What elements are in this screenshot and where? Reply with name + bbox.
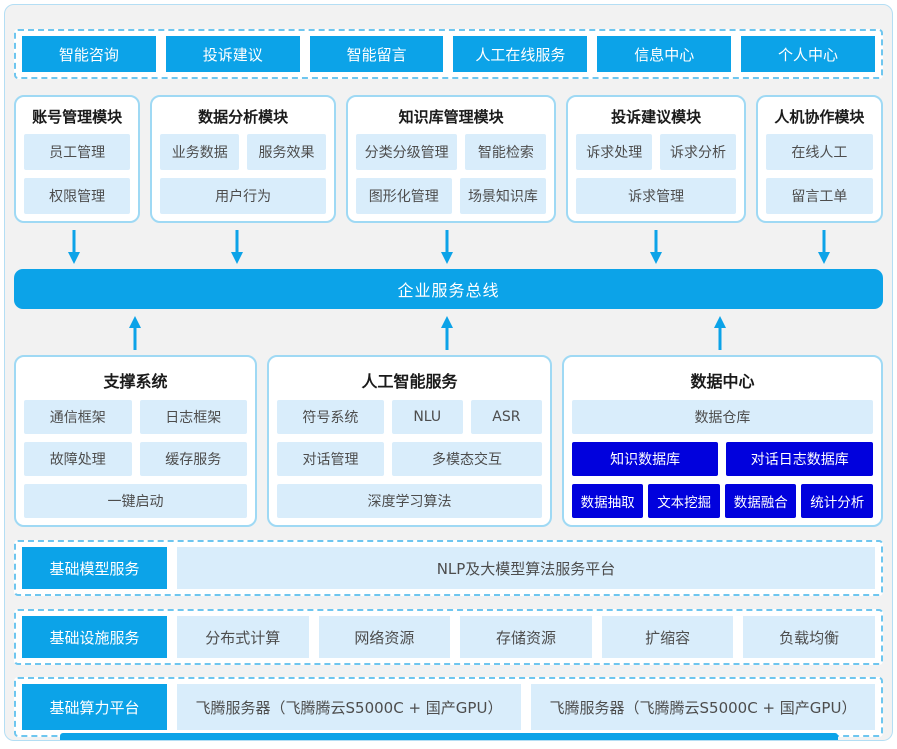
module-cell: 服务效果 bbox=[247, 134, 326, 170]
system-cell: 一键启动 bbox=[24, 484, 248, 518]
module-cell: 图形化管理 bbox=[355, 178, 452, 214]
system-cell: 统计分析 bbox=[801, 484, 874, 518]
system-title: 人工智能服务 bbox=[361, 372, 458, 391]
system-support: 支撑系统 通信框架 日志框架 故障处理 缓存服务 一键启动 bbox=[14, 355, 258, 527]
module-cell: 在线人工 bbox=[765, 134, 873, 170]
down-arrow-icon bbox=[440, 230, 454, 264]
layer-label: 基础设施服务 bbox=[22, 616, 167, 658]
enterprise-service-bus: 企业服务总线 bbox=[14, 269, 883, 309]
modules-row: 账号管理模块 员工管理 权限管理 数据分析模块 业务数据 服务效果 用户行为 知… bbox=[14, 95, 883, 223]
module-title: 账号管理模块 bbox=[32, 108, 123, 126]
module-title: 数据分析模块 bbox=[198, 108, 289, 126]
layer-item: 飞腾服务器（飞腾腾云S5000C + 国产GPU） bbox=[177, 684, 521, 730]
down-arrows-band bbox=[14, 223, 883, 269]
up-arrows-band bbox=[14, 309, 883, 355]
up-arrow-icon bbox=[128, 316, 142, 350]
system-cell-dialog-log-db: 对话日志数据库 bbox=[726, 442, 874, 476]
system-data-center: 数据中心 数据仓库 知识数据库 对话日志数据库 数据抽取 文本挖掘 数据融合 统… bbox=[561, 355, 883, 527]
nav-button-personal-center[interactable]: 个人中心 bbox=[741, 36, 875, 72]
module-cell: 用户行为 bbox=[160, 178, 326, 214]
down-arrow-icon bbox=[230, 230, 244, 264]
module-title: 人机协作模块 bbox=[774, 108, 865, 126]
system-cell: NLU bbox=[391, 400, 463, 434]
system-cell: 数据融合 bbox=[724, 484, 797, 518]
layer-item: NLP及大模型算法服务平台 bbox=[177, 547, 875, 589]
up-arrow-icon bbox=[440, 316, 454, 350]
system-cell: 深度学习算法 bbox=[277, 484, 542, 518]
down-arrow-icon bbox=[649, 230, 663, 264]
nav-button-manual-online-service[interactable]: 人工在线服务 bbox=[453, 36, 588, 72]
module-data-analysis: 数据分析模块 业务数据 服务效果 用户行为 bbox=[150, 95, 336, 223]
system-cell: ASR bbox=[470, 400, 542, 434]
module-title: 投诉建议模块 bbox=[611, 108, 702, 126]
system-cell: 文本挖掘 bbox=[648, 484, 720, 518]
layer-item: 扩缩容 bbox=[601, 616, 734, 658]
module-cell: 分类分级管理 bbox=[355, 134, 458, 170]
down-arrow-icon bbox=[817, 230, 831, 264]
system-cell: 缓存服务 bbox=[139, 442, 248, 476]
system-cell: 故障处理 bbox=[24, 442, 132, 476]
module-cell: 诉求处理 bbox=[576, 134, 653, 170]
module-cell: 诉求管理 bbox=[576, 178, 736, 214]
layer-item: 网络资源 bbox=[318, 616, 451, 658]
system-cell: 数据仓库 bbox=[571, 400, 873, 434]
systems-row: 支撑系统 通信框架 日志框架 故障处理 缓存服务 一键启动 人工智能服务 符号系… bbox=[14, 355, 883, 527]
architecture-diagram: 智能咨询 投诉建议 智能留言 人工在线服务 信息中心 个人中心 账号管理模块 员… bbox=[4, 4, 893, 741]
module-title: 知识库管理模块 bbox=[398, 108, 504, 126]
system-cell: 数据抽取 bbox=[571, 484, 644, 518]
module-human-machine-collab: 人机协作模块 在线人工 留言工单 bbox=[755, 95, 883, 223]
system-cell: 日志框架 bbox=[139, 400, 248, 434]
nav-button-info-center[interactable]: 信息中心 bbox=[597, 36, 732, 72]
system-cell: 符号系统 bbox=[277, 400, 384, 434]
module-cell: 业务数据 bbox=[160, 134, 240, 170]
system-title: 数据中心 bbox=[690, 372, 755, 391]
layer-label: 基础模型服务 bbox=[22, 547, 167, 589]
layer-item: 负载均衡 bbox=[743, 616, 875, 658]
bottom-bar bbox=[59, 733, 838, 740]
nav-button-smart-message[interactable]: 智能留言 bbox=[309, 36, 444, 72]
nav-button-complaint-suggestion[interactable]: 投诉建议 bbox=[165, 36, 300, 72]
layer-base-model-service: 基础模型服务 NLP及大模型算法服务平台 bbox=[14, 540, 883, 596]
layer-base-compute-platform: 基础算力平台 飞腾服务器（飞腾腾云S5000C + 国产GPU） 飞腾服务器（飞… bbox=[14, 677, 883, 737]
system-title: 支撑系统 bbox=[103, 372, 168, 391]
module-cell: 智能检索 bbox=[465, 134, 547, 170]
layer-item: 分布式计算 bbox=[177, 616, 309, 658]
system-cell: 多模态交互 bbox=[392, 442, 542, 476]
nav-button-smart-consult[interactable]: 智能咨询 bbox=[22, 36, 156, 72]
layer-infrastructure-service: 基础设施服务 分布式计算 网络资源 存储资源 扩缩容 负载均衡 bbox=[14, 609, 883, 665]
down-arrow-icon bbox=[67, 230, 81, 264]
module-cell: 场景知识库 bbox=[459, 178, 547, 214]
system-ai-service: 人工智能服务 符号系统 NLU ASR 对话管理 多模态交互 深度学习算法 bbox=[267, 355, 552, 527]
module-cell: 员工管理 bbox=[24, 134, 131, 170]
layer-item: 飞腾服务器（飞腾腾云S5000C + 国产GPU） bbox=[531, 684, 875, 730]
module-complaint-suggestion: 投诉建议模块 诉求处理 诉求分析 诉求管理 bbox=[566, 95, 746, 223]
up-arrow-icon bbox=[713, 316, 727, 350]
system-cell: 通信框架 bbox=[24, 400, 132, 434]
system-cell: 对话管理 bbox=[277, 442, 385, 476]
layer-item: 存储资源 bbox=[460, 616, 592, 658]
module-account-management: 账号管理模块 员工管理 权限管理 bbox=[14, 95, 141, 223]
module-cell: 诉求分析 bbox=[660, 134, 736, 170]
module-cell: 权限管理 bbox=[24, 178, 131, 214]
system-cell-knowledge-db: 知识数据库 bbox=[571, 442, 719, 476]
layer-label: 基础算力平台 bbox=[22, 684, 167, 730]
module-cell: 留言工单 bbox=[765, 178, 873, 214]
module-knowledge-base: 知识库管理模块 分类分级管理 智能检索 图形化管理 场景知识库 bbox=[345, 95, 557, 223]
top-nav: 智能咨询 投诉建议 智能留言 人工在线服务 信息中心 个人中心 bbox=[14, 29, 883, 79]
